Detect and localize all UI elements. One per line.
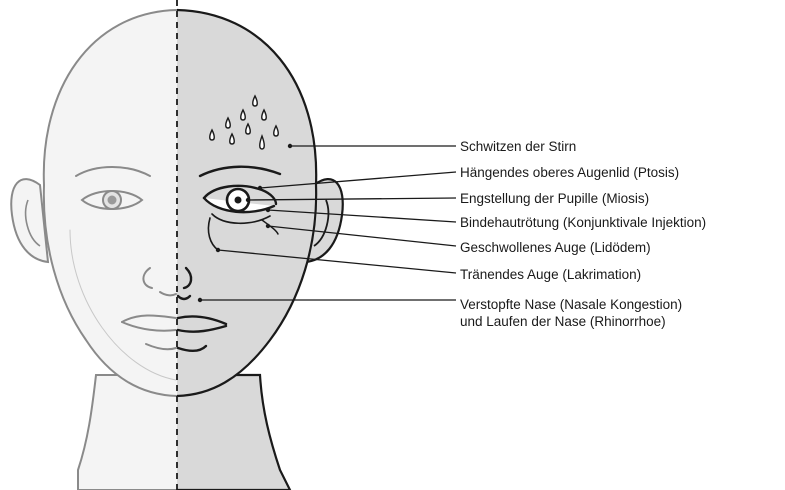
label-lacrimation: Tränendes Auge (Lakrimation) xyxy=(460,266,641,283)
label-conjunctival-injection: Bindehautrötung (Konjunktivale Injektion… xyxy=(460,214,706,231)
label-eyelid-edema: Geschwollenes Auge (Lidödem) xyxy=(460,239,651,256)
label-ptosis: Hängendes oberes Augenlid (Ptosis) xyxy=(460,164,679,181)
label-rhinorrhea: und Laufen der Nase (Rhinorrhoe) xyxy=(460,313,666,330)
label-miosis: Engstellung der Pupille (Miosis) xyxy=(460,190,649,207)
label-nasal-congestion: Verstopfte Nase (Nasale Kongestion) xyxy=(460,296,682,313)
label-sweating: Schwitzen der Stirn xyxy=(460,138,576,155)
